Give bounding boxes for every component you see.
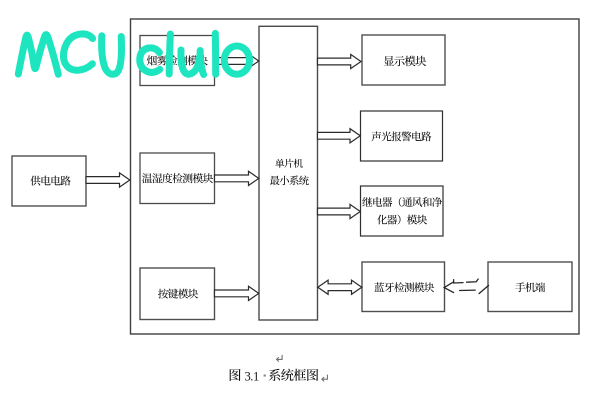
svg-text:3.1: 3.1 (245, 369, 259, 383)
